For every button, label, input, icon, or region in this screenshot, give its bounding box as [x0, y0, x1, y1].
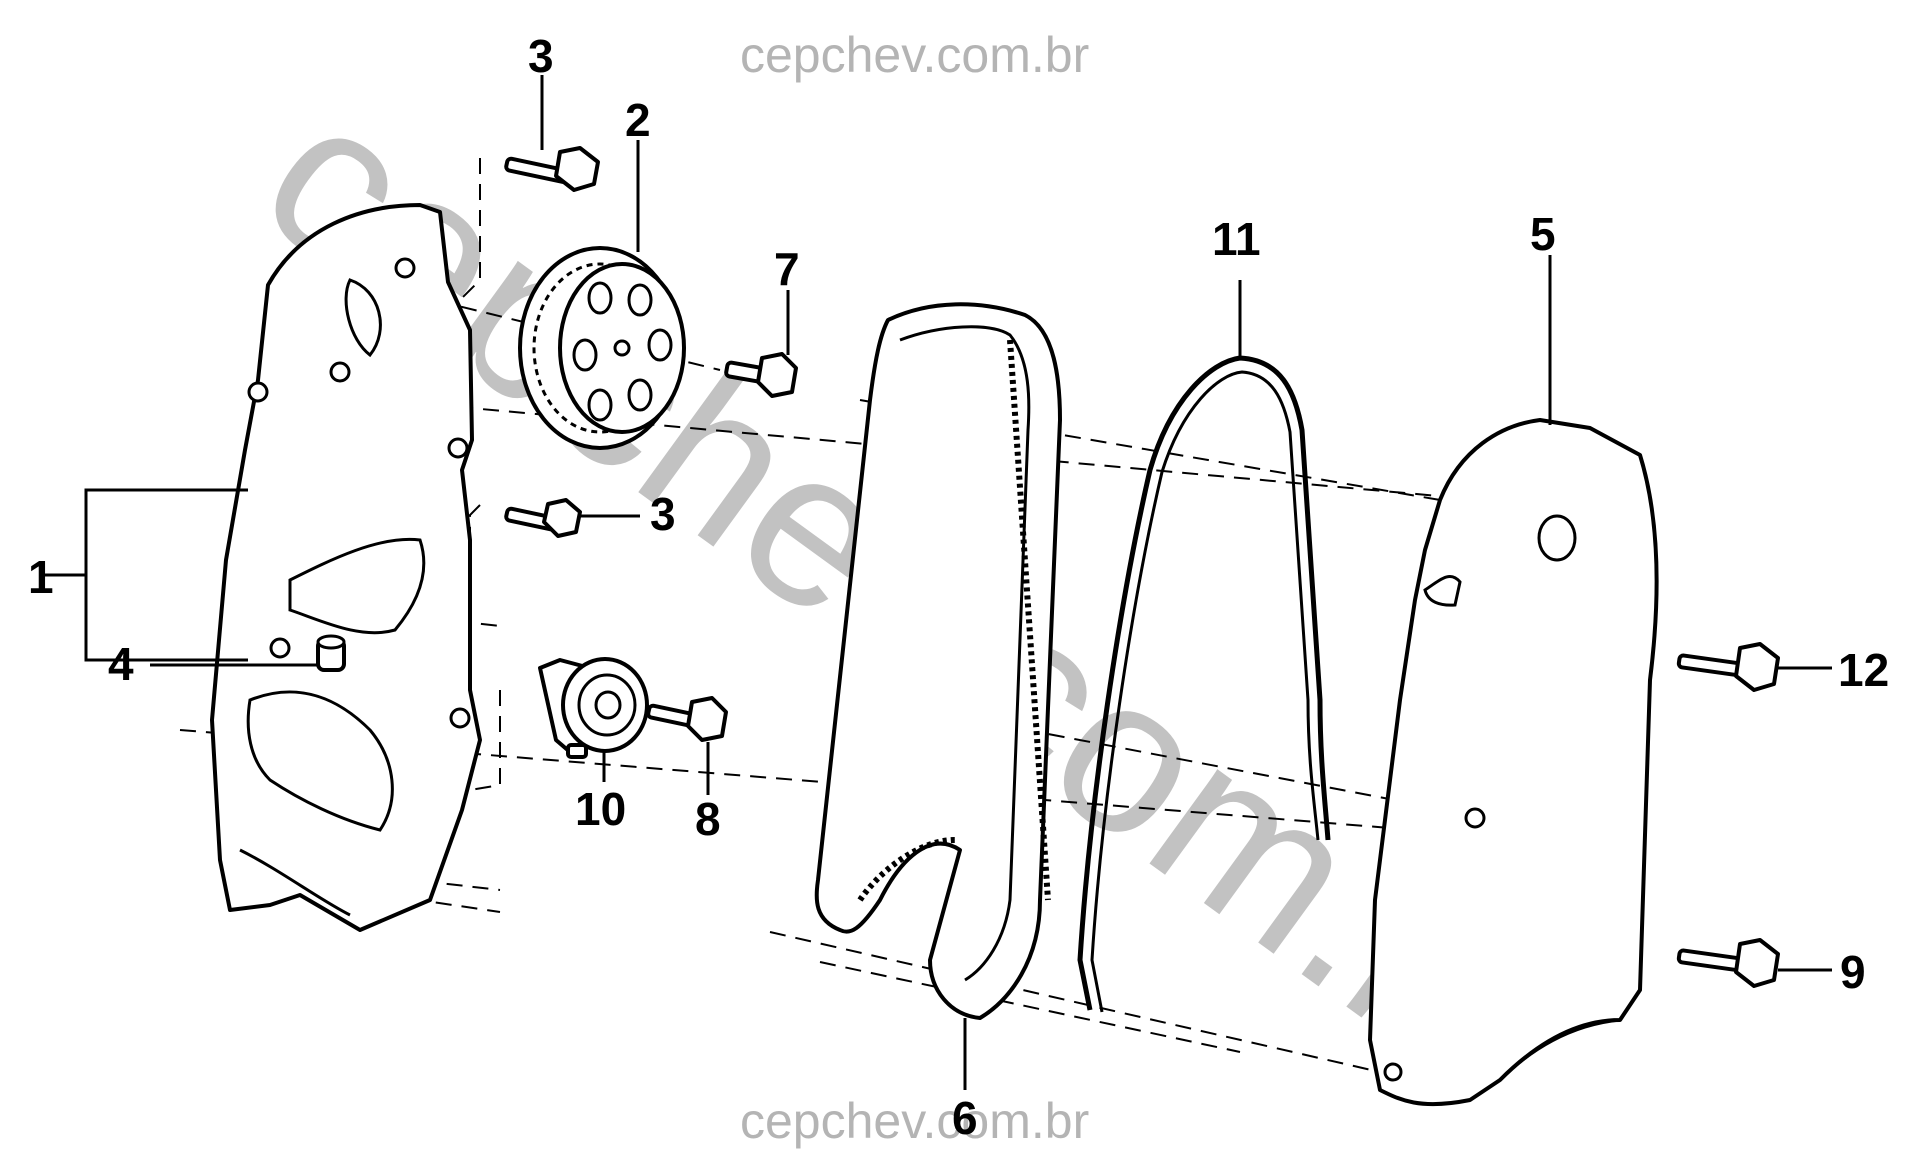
- callout-7: 7: [774, 243, 800, 295]
- watermark-top: cepchev.com.br: [740, 27, 1089, 83]
- callout-11: 11: [1212, 213, 1261, 265]
- watermark-bottom: cepchev.com.br: [740, 1093, 1089, 1149]
- callouts: 1 2 3 3 4 5 6 7 8 9 10 11 12: [28, 30, 1889, 1144]
- callout-12: 12: [1838, 644, 1889, 696]
- bolt-7: [724, 352, 798, 398]
- callout-6: 6: [952, 1092, 978, 1144]
- leader-lines: [40, 75, 1832, 1090]
- callout-9: 9: [1840, 946, 1866, 998]
- callout-10: 10: [575, 783, 626, 835]
- bolt-3-middle: [504, 498, 582, 538]
- callout-4: 4: [108, 638, 134, 690]
- callout-3-middle: 3: [650, 488, 676, 540]
- bolt-8: [646, 696, 728, 742]
- callout-2: 2: [625, 94, 651, 146]
- spacer-sleeve: [316, 634, 346, 672]
- camshaft-sprocket: [518, 246, 686, 450]
- bolt-9: [1676, 938, 1780, 988]
- callout-8: 8: [695, 793, 721, 845]
- callout-3-upper: 3: [528, 30, 554, 82]
- bolt-12: [1676, 642, 1780, 692]
- timing-belt: [814, 302, 1062, 1020]
- seal-strip: [1077, 355, 1331, 1013]
- callout-5: 5: [1530, 208, 1556, 260]
- inner-timing-cover: [210, 203, 482, 932]
- callout-1: 1: [28, 551, 54, 603]
- tensioner-pulley: [538, 657, 649, 759]
- bolt-3-upper: [504, 146, 600, 192]
- outer-timing-cover: [1368, 418, 1659, 1107]
